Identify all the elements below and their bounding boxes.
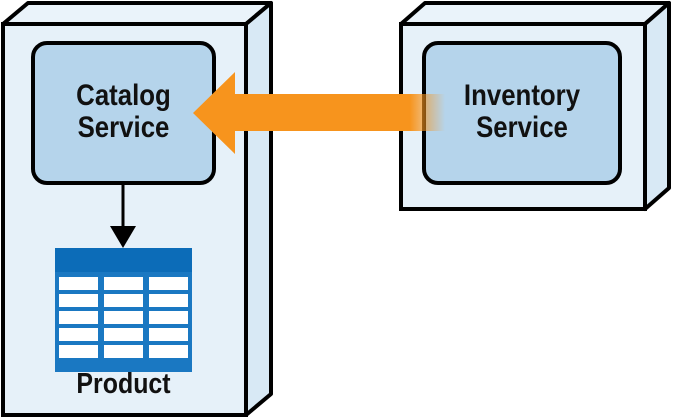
inventory-container-top <box>399 1 671 26</box>
catalog-container-top <box>1 1 273 26</box>
inventory-to-catalog-arrow <box>193 72 445 154</box>
product-table-icon <box>55 248 192 372</box>
catalog-service-label: Catalog Service <box>46 80 202 144</box>
inventory-service-line1: Inventory <box>463 79 581 112</box>
inventory-container-side <box>643 1 671 211</box>
inventory-service-label: Inventory Service <box>438 80 607 144</box>
catalog-to-product-arrow <box>110 183 136 248</box>
product-table-label: Product <box>76 368 171 400</box>
inventory-service-line2: Service <box>476 111 568 144</box>
catalog-container-side <box>244 1 273 417</box>
catalog-service-line1: Catalog <box>76 79 171 112</box>
catalog-service-line2: Service <box>77 111 170 144</box>
